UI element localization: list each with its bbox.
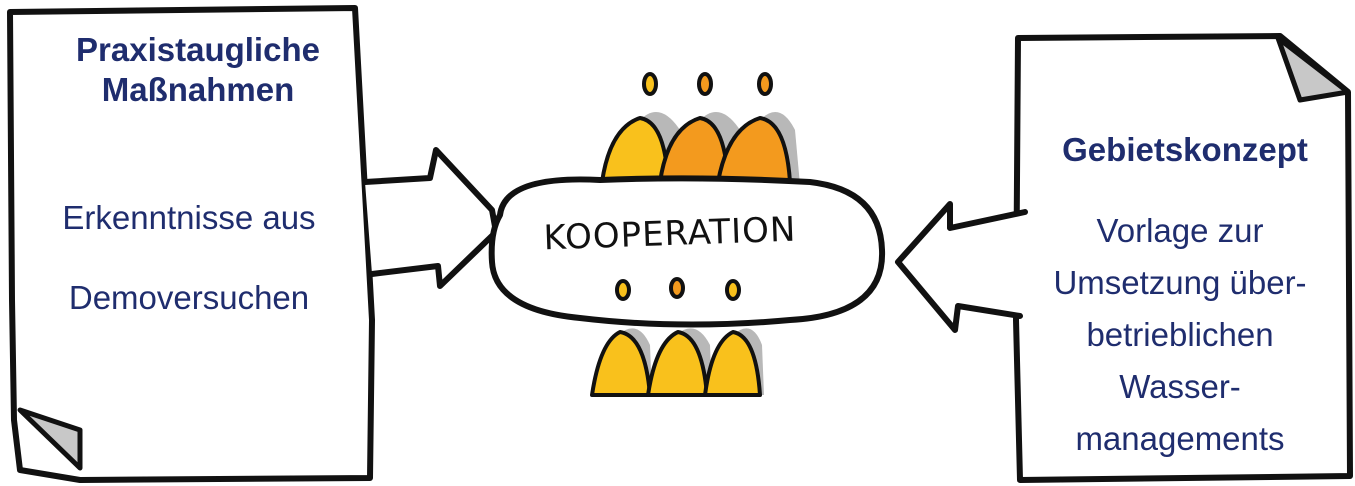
left-document-line-1: Erkenntnisse aus bbox=[62, 199, 316, 236]
left-document-line-2: Demoversuchen bbox=[68, 279, 310, 316]
bottom-people-group-icon bbox=[590, 277, 764, 397]
right-body-line: Wasser- bbox=[1119, 368, 1241, 405]
right-document-body: Vorlage zur Umsetzung über- betriebliche… bbox=[1005, 205, 1355, 465]
right-arrow-icon bbox=[895, 201, 1028, 333]
left-document-icon bbox=[7, 5, 375, 483]
right-body-line: betrieblichen bbox=[1086, 316, 1274, 353]
left-arrow-icon bbox=[362, 147, 499, 289]
right-document-icon bbox=[1013, 33, 1353, 483]
right-body-line: managements bbox=[1075, 420, 1285, 457]
left-document-title: Praxistaugliche Maßnahmen bbox=[76, 31, 320, 108]
right-document-title: Gebietskonzept bbox=[1062, 131, 1308, 168]
kooperation-oval bbox=[488, 175, 886, 328]
top-people-group-icon bbox=[600, 72, 800, 185]
right-body-line: Umsetzung über- bbox=[1053, 264, 1307, 301]
right-body-line: Vorlage zur bbox=[1096, 212, 1264, 249]
